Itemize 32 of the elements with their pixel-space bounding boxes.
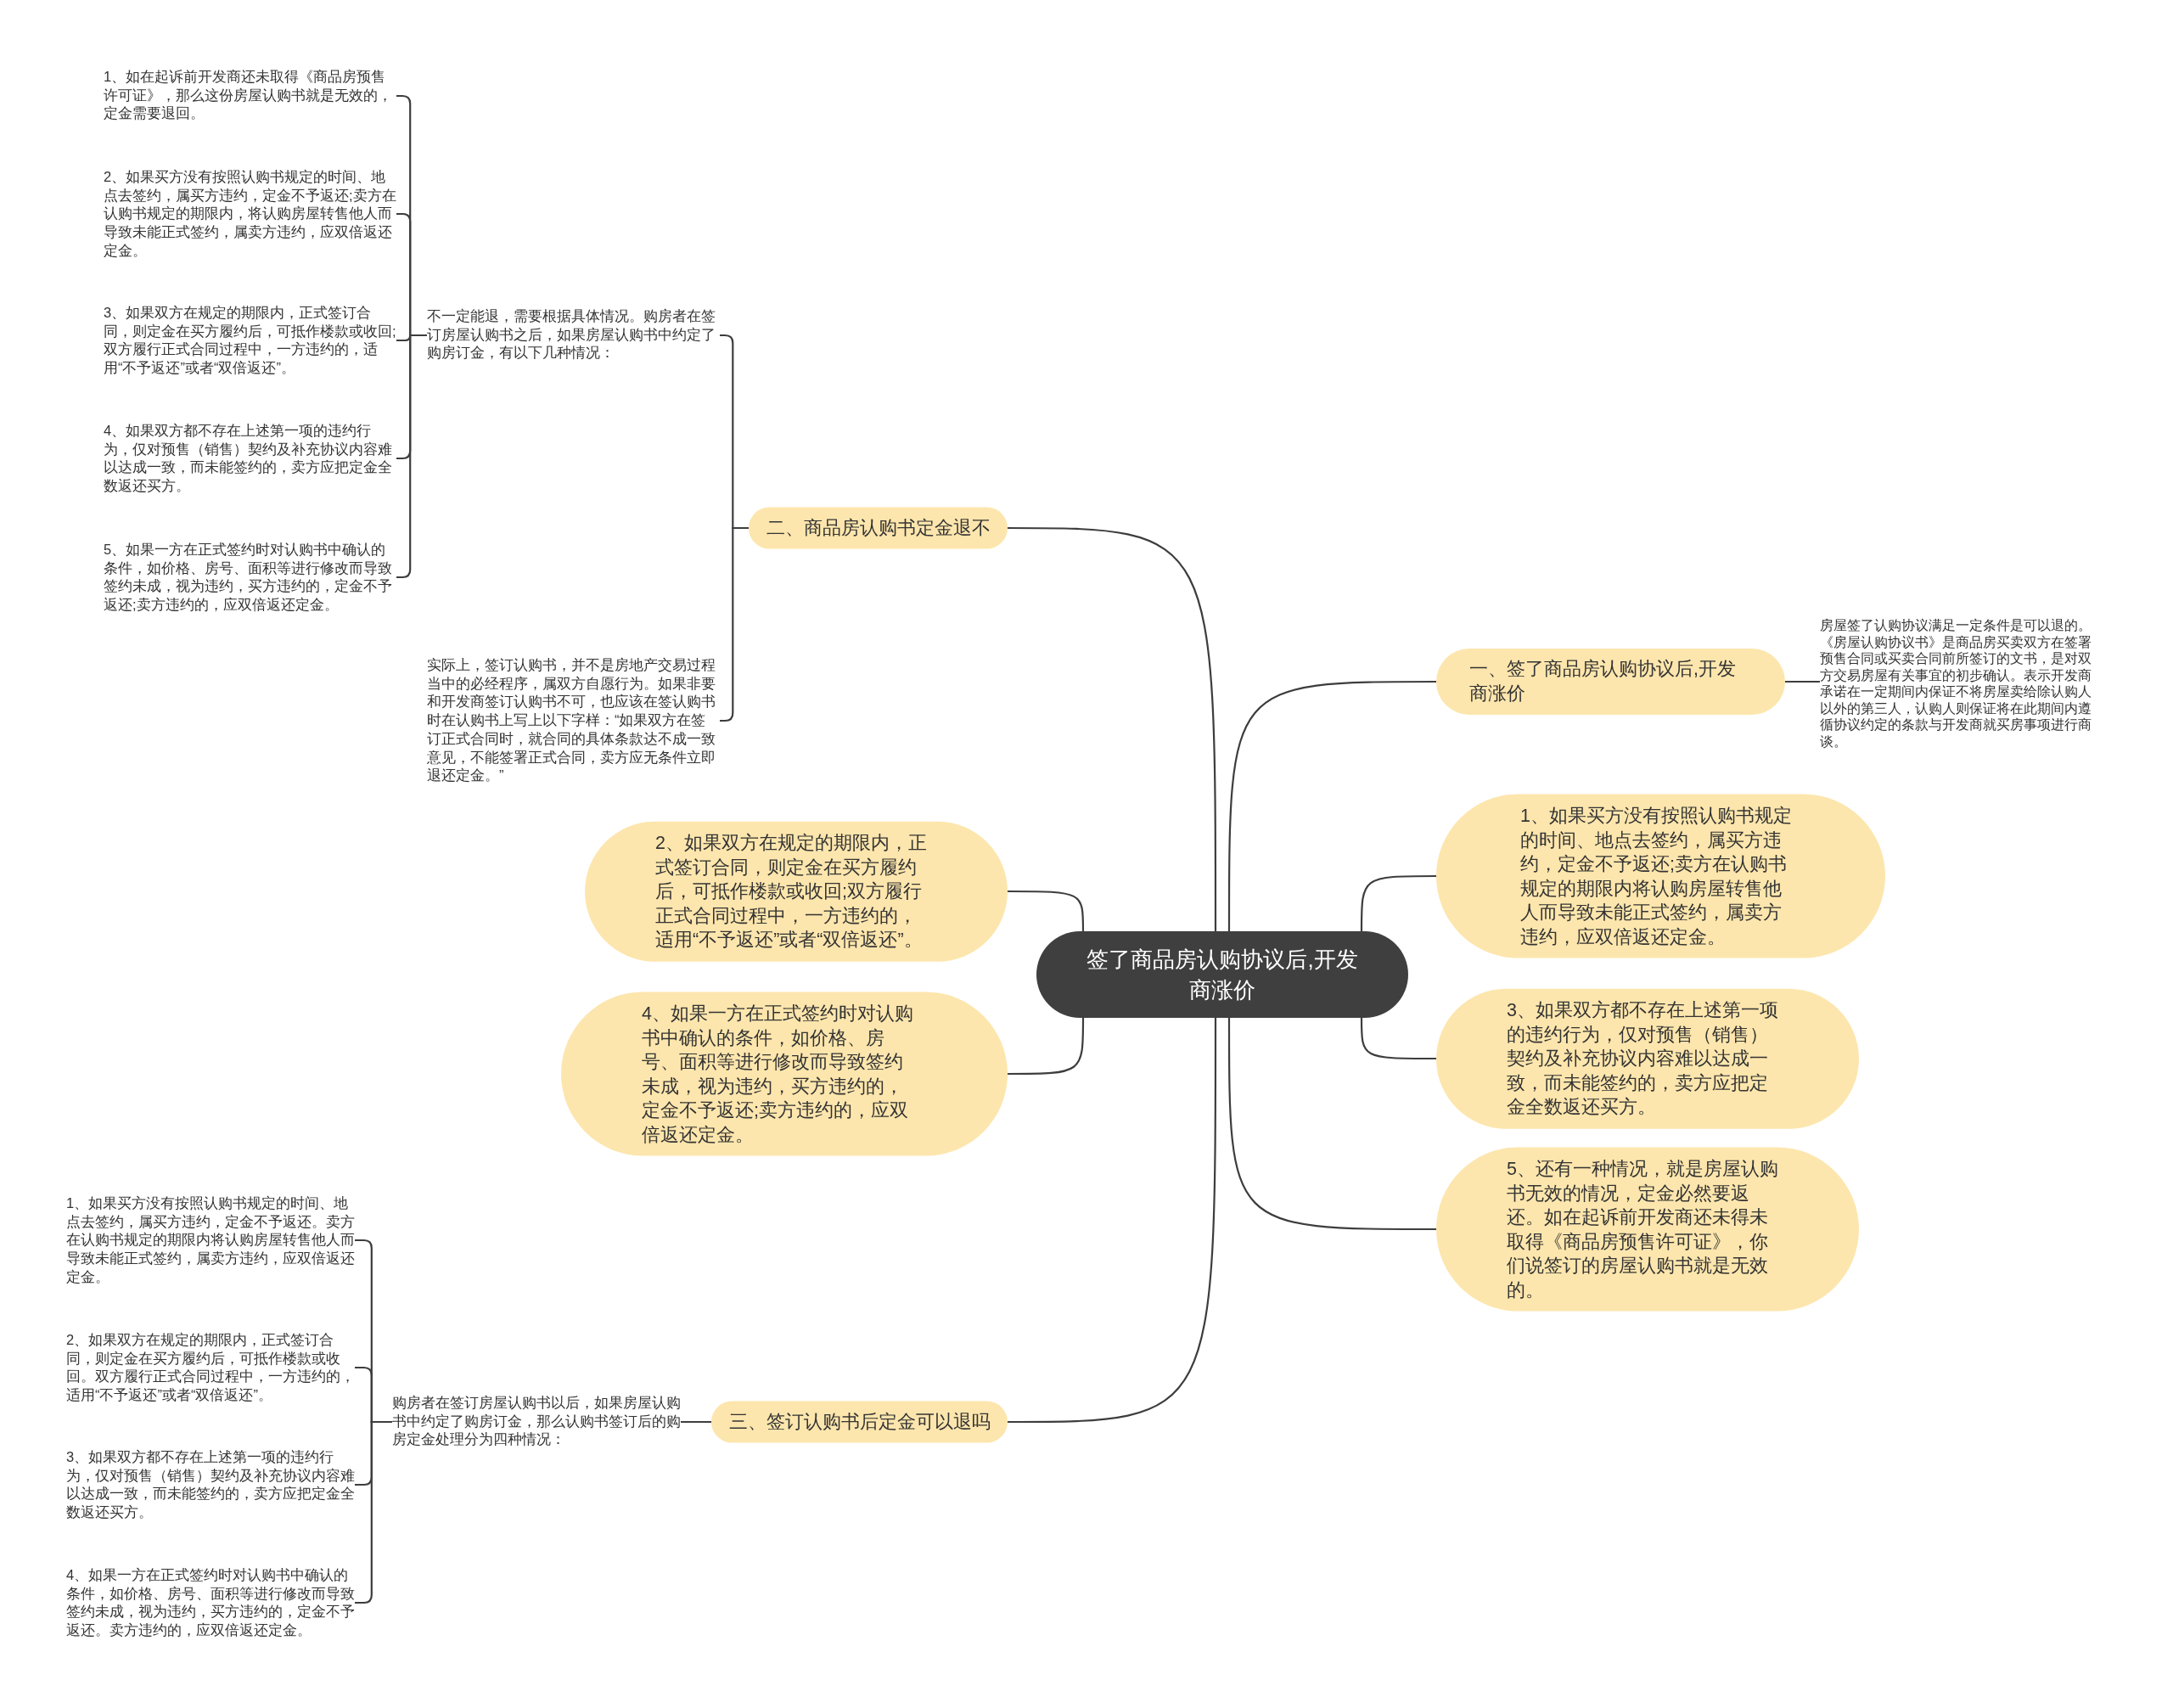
detail-pill: 1、如果买方没有按照认购书规定的时间、地点去签约，属买方违约，定金不予返还;卖方在认购书规定的期限内将认购房屋转售他人而导致未能正式签约，属卖方违约，应双倍返还定金。 [1436,794,1885,958]
note-text: 实际上，签订认购书，并不是房地产交易过程当中的必经程序，属双方自愿行为。如果非要和开发商签订认购书不可，也应该在签认购书时在认购书上写上以下字样：“如果双方在签订正式合同时，就合同的具体条款达不成一致意见，不能签署正式合同，卖方应无条件立即退还定金。” [427,656,720,785]
detail-pill: 4、如果一方在正式签约时对认购书中确认的条件，如价格、房号、面积等进行修改而导致签约未成，视为违约，买方违约的，定金不予返还;卖方违约的，应双倍返还定金。 [561,992,1008,1156]
note-text: 2、如果双方在规定的期限内，正式签订合同，则定金在买方履约后，可抵作楼款或收回。双方履行正式合同过程中，一方违约的，适用“不予返还”或者“双倍返还”。 [66,1330,355,1405]
connector-line [1227,1018,1436,1231]
note-text: 3、如果双方都不存在上述第一项的违约行为，仅对预售（销售）契约及补充协议内容难以达成一致，而未能签约的，卖方应把定金全数返还买方。 [66,1447,355,1522]
branch-topic: 二、商品房认购书定金退不 [749,507,1008,549]
note-text: 2、如果买方没有按照认购书规定的时间、地点去签约，属买方违约，定金不予返还;卖方在认购书规定的期限内，将认购房屋转售他人而导致未能正式签约，属卖方违约，应双倍返还定金。 [104,167,396,261]
connector-line [1227,680,1436,931]
detail-pill: 5、还有一种情况，就是房屋认购书无效的情况，定金必然要返还。如在起诉前开发商还未得未取得《商品房预售许可证》，你们说签订的房屋认购书就是无效的。 [1436,1147,1859,1312]
note-text: 4、如果双方都不存在上述第一项的违约行为，仅对预售（销售）契约及补充协议内容难以达成一致，而未能签约的，卖方应把定金全数返还买方。 [104,421,396,496]
central-topic: 签了商品房认购协议后,开发商涨价 [1036,931,1408,1018]
connector-line [1785,680,1820,683]
connector-line [1008,526,1217,931]
note-text: 不一定能退，需要根据具体情况。购房者在签订房屋认购书之后，如果房屋认购书中约定了购房订金，有以下几种情况： [427,307,720,363]
connector-line [1008,890,1085,931]
branch-topic: 三、签订认购书后定金可以退吗 [711,1401,1008,1443]
note-text: 1、如果买方没有按照认购书规定的时间、地点去签约，属买方违约，定金不予返还。卖方在认购书规定的期限内将认购房屋转售他人而导致未能正式签约，属卖方违约，应双倍返还定金。 [66,1194,355,1287]
branch-topic: 一、签了商品房认购协议后,开发商涨价 [1436,649,1785,715]
connector-line [1008,1018,1217,1424]
note-text: 4、如果一方在正式签约时对认购书中确认的条件，如价格、房号、面积等进行修改而导致签约未成，视为违约，买方违约的，定金不予返还。卖方违约的，应双倍返还定金。 [66,1565,355,1640]
detail-pill: 3、如果双方都不存在上述第一项的违约行为，仅对预售（销售）契约及补充协议内容难以达成一致，而未能签约的，卖方应把定金全数返还买方。 [1436,988,1859,1129]
detail-pill: 2、如果双方在规定的期限内，正式签订合同，则定金在买方履约后，可抵作楼款或收回;双方履行正式合同过程中，一方违约的，适用“不予返还”或者“双倍返还”。 [585,821,1008,962]
note-text: 3、如果双方在规定的期限内，正式签订合同，则定金在买方履约后，可抵作楼款或收回;双方履行正式合同过程中，一方违约的，适用“不予返还”或者“双倍返还”。 [104,303,396,378]
connector-line [1008,1018,1085,1076]
note-text: 1、如在起诉前开发商还未取得《商品房预售许可证》，那么这份房屋认购书就是无效的，定金需要退回。 [104,68,396,124]
connector-line [1360,1018,1436,1060]
note-text: 5、如果一方在正式签约时对认购书中确认的条件，如价格、房号、面积等进行修改而导致签约未成，视为违约，买方违约的，定金不予返还;卖方违约的，应双倍返还定金。 [104,540,396,615]
connector-line [681,1420,711,1424]
connector-line [1360,874,1436,931]
note-text: 房屋签了认购协议满足一定条件是可以退的。《房屋认购协议书》是商品房买卖双方在签署预售合同或买卖合同前所签订的文书，是对双方交易房屋有关事宜的初步确认。表示开发商承诺在一定期间内保证不将房屋卖给除认购人以外的第三人，认购人则保证将在此期间内遵循协议约定的条款与开发商就买房事项进行商谈。 [1820,617,2104,750]
note-text: 购房者在签订房屋认购书以后，如果房屋认购书中约定了购房订金，那么认购书签订后的购房定金处理分为四种情况： [392,1394,681,1450]
